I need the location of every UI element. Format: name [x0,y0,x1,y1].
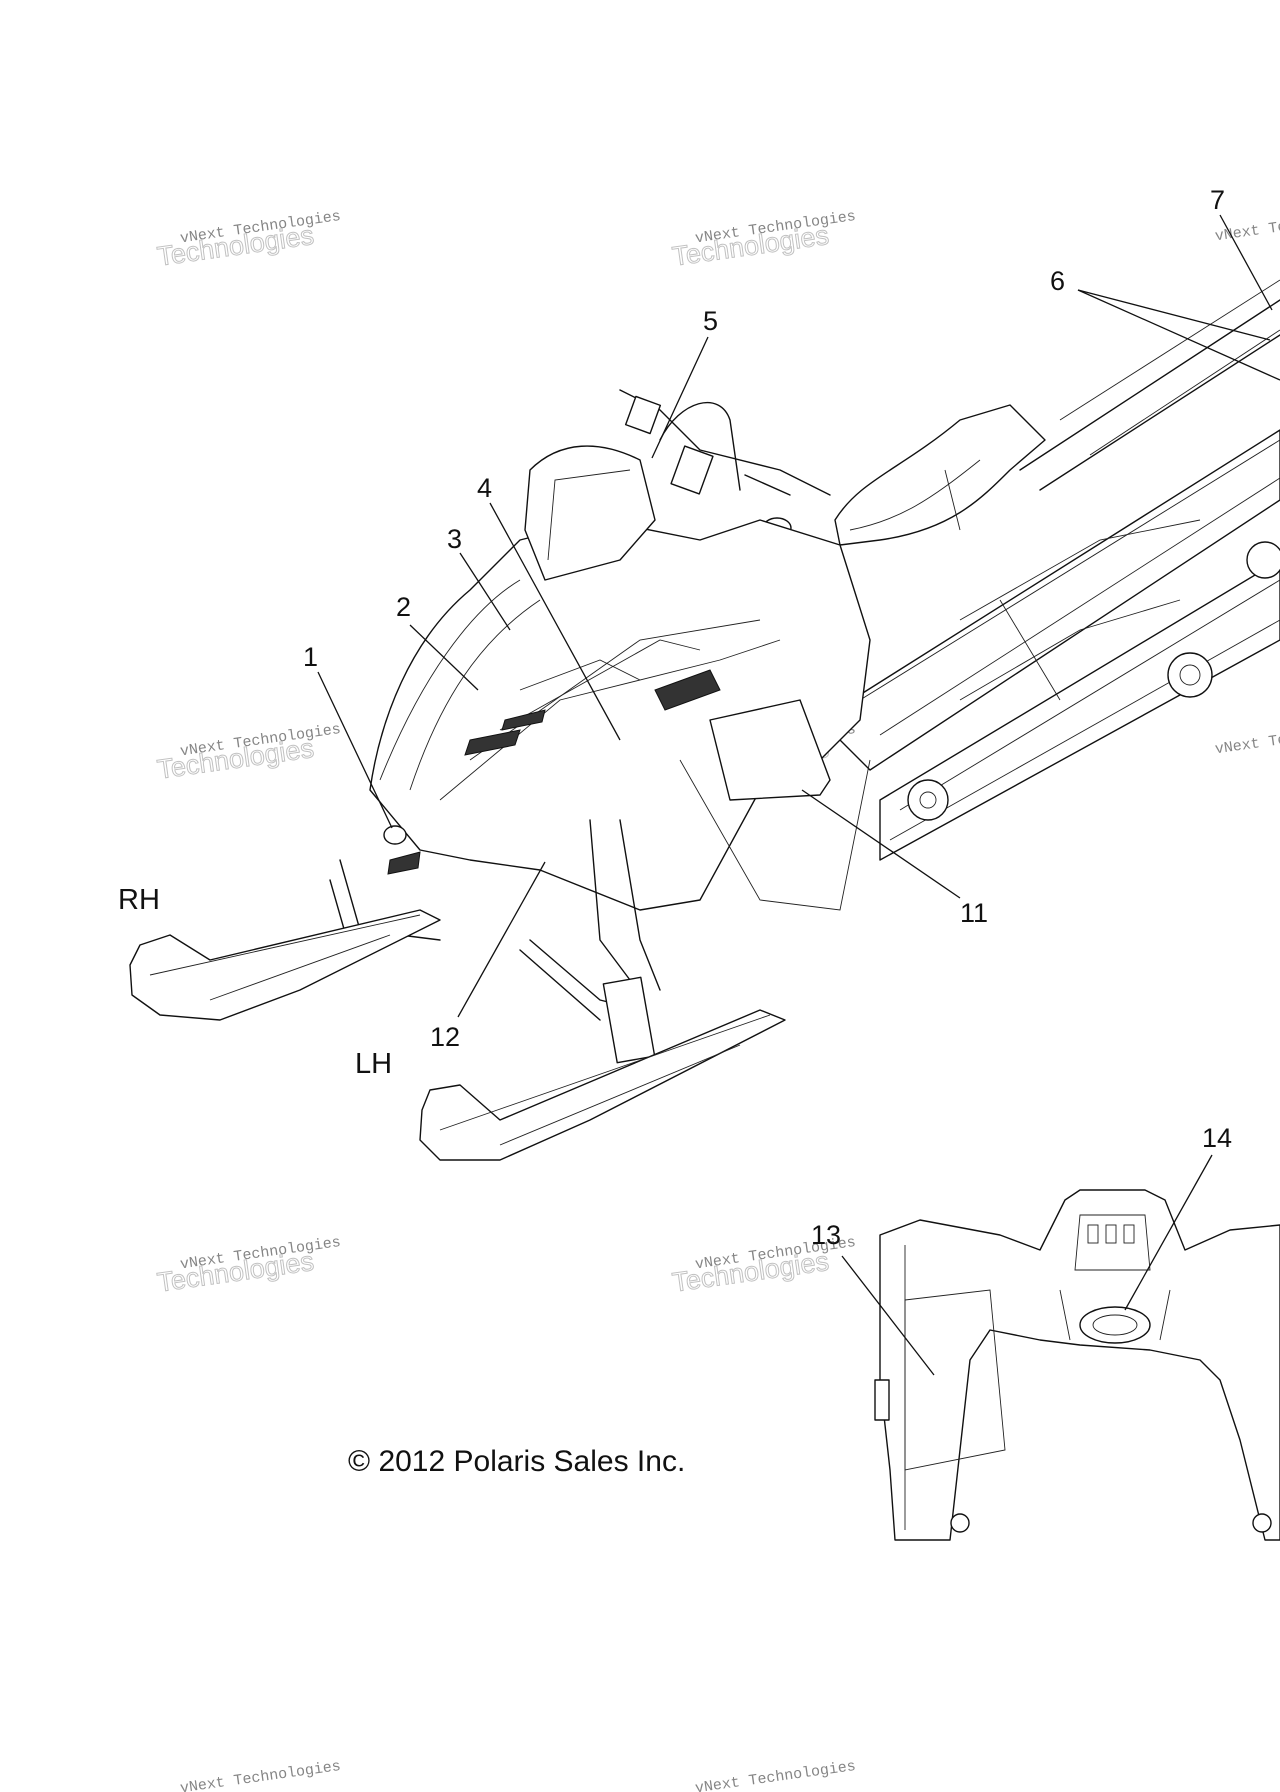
callout-11: 11 [960,898,988,928]
svg-text:vNext Te: vNext Te [1214,731,1280,758]
callout-6: 6 [1050,266,1065,296]
console-inset-illustration [874,1189,1280,1541]
left-hand-label: LH [355,1048,392,1080]
leader-lines [317,214,1280,1376]
snowmobile-illustration [129,279,1280,1161]
callout-1: 1 [303,642,318,672]
callout-14: 14 [1202,1123,1232,1153]
callout-12: 12 [430,1022,460,1052]
callout-5: 5 [703,306,718,336]
callout-2: 2 [396,592,411,622]
right-hand-label: RH [118,884,160,916]
callout-4: 4 [477,473,492,503]
callout-3: 3 [447,524,462,554]
callout-13: 13 [811,1220,841,1250]
copyright-notice: © 2012 Polaris Sales Inc. [348,1445,685,1478]
svg-text:vNext Technologies: vNext Technologies [179,1758,342,1792]
svg-text:vNext Technologies: vNext Technologies [694,1758,857,1792]
callout-labels: 1 2 3 4 5 6 7 11 12 13 14 [303,185,1232,1250]
callout-7: 7 [1210,185,1225,215]
